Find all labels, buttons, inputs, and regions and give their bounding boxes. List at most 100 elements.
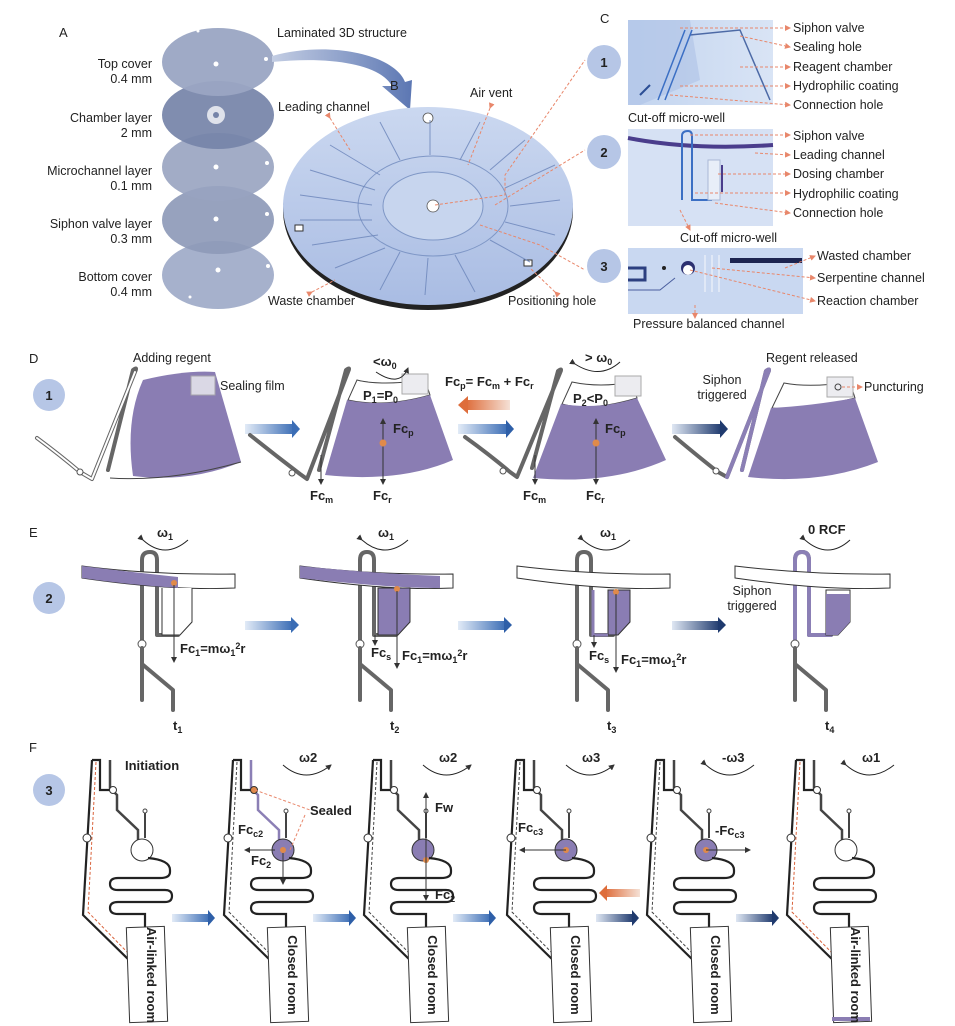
step-badge-number: 2 xyxy=(600,145,607,160)
pressure-label: P2<P0 xyxy=(573,391,608,408)
omega-label: ω1 xyxy=(600,525,616,542)
inset-1: 1 Cut-off micro-well Siphon valve Sealin… xyxy=(587,20,899,125)
time-text: t xyxy=(173,718,178,733)
step-badge xyxy=(587,45,621,79)
callout-waste-chamber: Waste chamber xyxy=(268,294,355,308)
omega-text: ω xyxy=(378,525,389,540)
time-sub: 1 xyxy=(177,725,182,735)
disc-callouts: Leading channel Air vent Waste chamber P… xyxy=(268,59,596,308)
fc-sub: r xyxy=(530,381,534,391)
layer-thickness: 0.4 mm xyxy=(110,72,152,86)
siphon-triggered-label: Siphon xyxy=(733,584,772,598)
eq-text: =mω xyxy=(200,641,230,656)
omega-text: <ω xyxy=(373,354,392,369)
reverse-arrow-icon xyxy=(605,889,640,897)
inset-label: Reaction chamber xyxy=(817,294,918,308)
layer-name: Chamber layer xyxy=(70,111,152,125)
omega-label: ω1 xyxy=(862,750,880,765)
time-label: t2 xyxy=(390,718,399,735)
omega-label: <ω0 xyxy=(373,354,397,371)
force-fcc2: Fcc2 xyxy=(238,822,263,839)
inset-label: Siphon valve xyxy=(793,21,865,35)
inset-label: Leading channel xyxy=(793,148,885,162)
step-badge xyxy=(33,379,65,411)
layer-disc-top-cover xyxy=(162,28,274,96)
siphon-triggered-label: Siphon xyxy=(703,373,742,387)
room-label: Closed room xyxy=(425,935,440,1014)
step-arrow-head-icon xyxy=(292,420,300,438)
step-badge-number: 2 xyxy=(45,591,52,606)
p-eq: =P xyxy=(377,388,394,403)
reverse-arrow-icon xyxy=(466,400,510,410)
p-text: P xyxy=(573,391,582,406)
omega-label: ω3 xyxy=(582,750,600,765)
fc-sub: p xyxy=(460,381,466,391)
fc-text: Fc xyxy=(435,887,450,902)
siphon-triggered-label: triggered xyxy=(697,388,746,402)
force-fcs: Fcs xyxy=(589,648,609,665)
force-fc2: Fc2 xyxy=(251,853,271,870)
eq-sup: 2 xyxy=(676,652,681,662)
time-sub: 4 xyxy=(829,725,834,735)
sealed-label: Sealed xyxy=(310,803,352,818)
inset-photo xyxy=(628,248,803,314)
adding-regent-label: Adding regent xyxy=(133,351,211,365)
stage-d1: Adding regent Sealing film xyxy=(35,351,285,481)
step-badge xyxy=(587,249,621,283)
p-text: P xyxy=(363,388,372,403)
room-label: Air-linked room xyxy=(144,927,159,1023)
force-fcc3: Fcc3 xyxy=(518,820,543,837)
eq-sub: 1 xyxy=(230,648,235,658)
panel-label-a: A xyxy=(59,25,68,40)
omega-label: -ω3 xyxy=(722,750,745,765)
inset-label: Wasted chamber xyxy=(817,249,911,263)
omega-sub: 0 xyxy=(607,357,612,367)
force-fcm: Fcm xyxy=(523,488,546,505)
panel-label-b: B xyxy=(390,78,399,93)
force-fcr: Fcr xyxy=(373,488,392,505)
fc-sub: r xyxy=(388,495,392,505)
fc-sub: 1 xyxy=(636,659,641,669)
panel-label-d: D xyxy=(29,351,38,366)
callout-positioning-hole: Positioning hole xyxy=(508,294,596,308)
step-badge xyxy=(33,582,65,614)
eq-sub: 1 xyxy=(671,659,676,669)
fc-text: Fw xyxy=(435,800,454,815)
layer-thickness: 0.4 mm xyxy=(110,285,152,299)
fc-sub: 2 xyxy=(450,894,455,904)
inset-2: 2 Cut-off micro-well Siphon valve Leadin… xyxy=(587,129,899,245)
step-badge-number: 3 xyxy=(45,783,52,798)
callout-air-vent: Air vent xyxy=(470,86,513,100)
inset-labels: Siphon valve Sealing hole Reagent chambe… xyxy=(669,21,899,112)
stage-e2: ω1 Fcs Fc1=mω12r t2 xyxy=(299,525,467,735)
inset-3: 3 Pressure balanced channel Wasted chamb… xyxy=(587,248,925,331)
layer-disc-bottom-cover xyxy=(162,241,274,309)
panel-label-e: E xyxy=(29,525,38,540)
omega-label: ω1 xyxy=(378,525,394,542)
stage-e3: ω1 Fcs Fc1=mω12r t3 xyxy=(516,525,686,735)
eq-text: + Fc xyxy=(500,374,530,389)
omega-label: ω1 xyxy=(157,525,173,542)
force-fcm: Fcm xyxy=(310,488,333,505)
microfluidic-disc xyxy=(283,107,573,310)
eq-text: r xyxy=(240,641,245,656)
fc-sub: m xyxy=(325,495,333,505)
time-label: t3 xyxy=(607,718,616,735)
omega-label: ω2 xyxy=(439,750,457,765)
inset-label: Dosing chamber xyxy=(793,167,884,181)
pressure-label: P1=P0 xyxy=(363,388,398,405)
step-arrow-icon xyxy=(458,621,506,630)
fc-sub: 1 xyxy=(195,648,200,658)
fc-sub: r xyxy=(601,495,605,505)
stage-d4: Regent released Puncturing xyxy=(673,351,924,480)
step-arrow-icon xyxy=(245,621,293,630)
fc-text: Fc xyxy=(523,488,538,503)
eq-text: =mω xyxy=(641,652,671,667)
eq-text: = Fc xyxy=(466,374,492,389)
fc-text: Fc xyxy=(393,421,408,436)
inset-label: Siphon valve xyxy=(793,129,865,143)
sealing-film-label: Sealing film xyxy=(220,379,285,393)
